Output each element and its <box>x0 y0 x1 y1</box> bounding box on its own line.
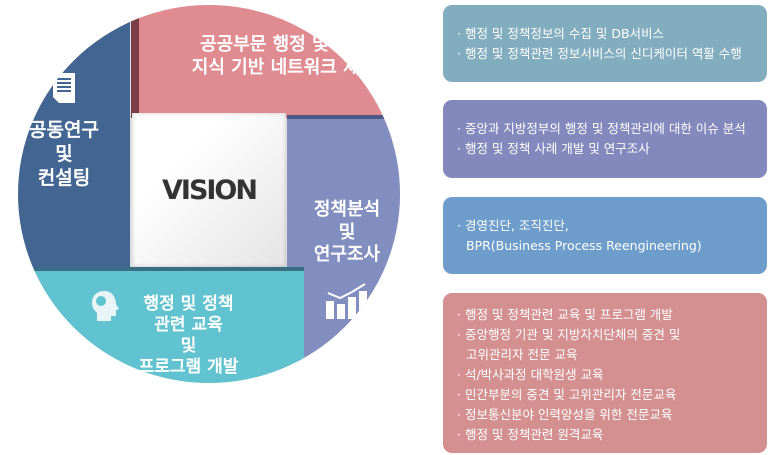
quadrant-text: 행정 및 정책 <box>143 293 234 314</box>
list-item: 경영진단, 조직진단, <box>457 216 767 236</box>
quadrant-text: 프로그램 개발 <box>138 357 239 378</box>
document-icon <box>53 73 75 104</box>
quadrant-text: 연구조사 <box>313 244 381 266</box>
quadrant-text: 정책분석 <box>313 199 381 221</box>
vision-center: VISION <box>132 113 286 267</box>
list-item: 행정 및 정책관련 정보서비스의 신디케이터 역활 수행 <box>457 44 767 64</box>
list-item-continued: BPR(Business Process Reengineering) <box>466 237 702 253</box>
quadrant-education: 행정 및 정책 관련 교육 및 프로그램 개발 <box>33 267 304 383</box>
quadrant-network: 공공부문 행정 및 정책 지식 기반 네트워크 제공 <box>131 5 400 118</box>
list-item: 석/박사과정 대학원생 교육 <box>457 365 767 385</box>
list-item: 행정 및 정책관련 원격교육 <box>457 425 767 445</box>
quadrant-text: 관련 교육 <box>154 314 223 335</box>
info-box-consulting: 경영진단, 조직진단, BPR(Business Process Reengin… <box>443 197 767 274</box>
quadrant-consulting: 공동연구 및 컨설팅 <box>18 5 130 267</box>
bar-chart-icon <box>326 282 367 319</box>
info-box-education: 행정 및 정책관련 교육 및 프로그램 개발 중앙행정 기관 및 지방자치단체의… <box>443 293 767 453</box>
vision-circle: 공공부문 행정 및 정책 지식 기반 네트워크 제공 공동연구 및 컨설팅 정책… <box>18 5 400 383</box>
quadrant-research: 정책분석 및 연구조사 <box>287 115 400 383</box>
list-item-continued: 고위관리자 전문 교육 <box>466 347 578 362</box>
list-item: 정보통신분야 인력양성을 위한 전문교육 <box>457 405 767 425</box>
head-icon <box>92 291 119 321</box>
list-item: 민간부분의 중견 및 고위관리자 전문교육 <box>457 385 767 405</box>
list-item: 중앙과 지방정부의 행정 및 정책관리에 대한 이슈 분석 <box>457 119 767 139</box>
quadrant-text: 및 <box>180 336 197 356</box>
quadrant-text: 및 <box>338 221 356 243</box>
list-item: 행정 및 정책관련 교육 및 프로그램 개발 <box>457 305 767 325</box>
quadrant-text: 공공부문 행정 및 정책 <box>200 34 368 55</box>
list-item: 행정 및 정책 사례 개발 및 연구조사 <box>457 139 767 159</box>
info-box-research: 중앙과 지방정부의 행정 및 정책관리에 대한 이슈 분석 행정 및 정책 사례… <box>443 100 767 178</box>
quadrant-text: 지식 기반 네트워크 제공 <box>191 56 377 78</box>
vision-label: VISION <box>162 174 258 206</box>
quadrant-text: 공동연구 <box>29 119 99 142</box>
quadrant-text: 및 <box>55 143 73 166</box>
list-item: 행정 및 정책정보의 수집 및 DB서비스 <box>457 24 767 44</box>
list-item: 중앙행정 기관 및 지방자치단체의 중견 및 <box>457 325 767 345</box>
info-box-network: 행정 및 정책정보의 수집 및 DB서비스 행정 및 정책관련 정보서비스의 신… <box>443 5 767 82</box>
quadrant-text: 컨설팅 <box>37 166 91 189</box>
